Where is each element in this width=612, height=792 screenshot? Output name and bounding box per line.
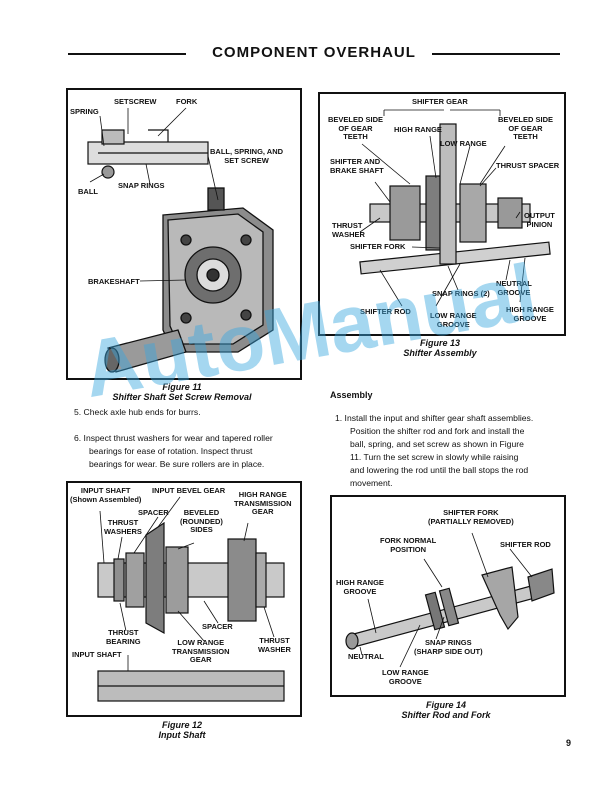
- label-thrust-bearing: THRUST BEARING: [106, 628, 141, 646]
- label-shifter-fork: SHIFTER FORK: [350, 242, 406, 251]
- figure-12-box: INPUT SHAFT (Shown Assembled) INPUT BEVE…: [66, 481, 302, 717]
- figure-11-title: Shifter Shaft Set Screw Removal: [112, 392, 252, 402]
- label-brakeshaft: BRAKESHAFT: [88, 277, 140, 286]
- label-snap-rings: SNAP RINGS: [118, 181, 165, 190]
- label-output-pinion: OUTPUT PINION: [524, 211, 555, 229]
- figure-12-title: Input Shaft: [158, 730, 206, 740]
- assembly-step-1-line-6: movement.: [350, 478, 393, 488]
- label-neutral-groove: NEUTRAL GROOVE: [496, 279, 532, 297]
- assembly-step-1-line-2: Position the shifter rod and fork and in…: [350, 426, 525, 436]
- label-spring: SPRING: [70, 107, 99, 116]
- assembly-step-1-line-5: and lowering the rod until the ball stop…: [350, 465, 529, 475]
- figure-13-box: SHIFTER GEAR BEVELED SIDE OF GEAR TEETH …: [318, 92, 566, 336]
- figure-14-number: Figure 14: [425, 700, 466, 710]
- label-spacer-top: SPACER: [138, 508, 169, 517]
- label-shifter-fork-partially-removed: SHIFTER FORK (PARTIALLY REMOVED): [428, 508, 514, 526]
- label-fork: FORK: [176, 97, 198, 106]
- figure-13-caption: Figure 13 Shifter Assembly: [318, 338, 562, 358]
- figure-14-box: SHIFTER FORK (PARTIALLY REMOVED) FORK NO…: [330, 495, 566, 697]
- item-6-line-1: 6. Inspect thrust washers for wear and t…: [74, 433, 273, 443]
- label-snap-rings-2: SNAP RINGS (2): [432, 289, 490, 298]
- figure-12-caption: Figure 12 Input Shaft: [66, 720, 298, 740]
- label-low-range: LOW RANGE: [440, 139, 487, 148]
- assembly-heading: Assembly: [330, 390, 373, 400]
- label-thrust-washer: THRUST WASHER: [332, 221, 365, 239]
- label-high-range-transmission-gear: HIGH RANGE TRANSMISSION GEAR: [234, 490, 292, 516]
- item-6-line-2: bearings for ease of rotation. Inspect t…: [89, 446, 253, 456]
- figure-11-number: Figure 11: [162, 382, 202, 392]
- figure-11-illustration: [87, 107, 274, 373]
- figure-14-caption: Figure 14 Shifter Rod and Fork: [330, 700, 562, 720]
- header-rule-left: [68, 53, 186, 55]
- label-beveled-rounded-sides: BEVELED (ROUNDED) SIDES: [180, 508, 223, 534]
- figure-12-number: Figure 12: [161, 720, 202, 730]
- label-input-bevel-gear: INPUT BEVEL GEAR: [152, 486, 226, 495]
- label-thrust-washers: THRUST WASHERS: [104, 518, 142, 536]
- label-input-shaft-assembled: INPUT SHAFT (Shown Assembled): [70, 486, 142, 504]
- label-high-range: HIGH RANGE: [394, 125, 442, 134]
- label-thrust-spacer: THRUST SPACER: [496, 161, 560, 170]
- label-shifter-and-brake-shaft: SHIFTER AND BRAKE SHAFT: [330, 157, 384, 175]
- label-input-shaft: INPUT SHAFT: [72, 650, 122, 659]
- item-5: 5. Check axle hub ends for burrs.: [74, 407, 201, 417]
- label-shifter-rod: SHIFTER ROD: [500, 540, 551, 549]
- header-rule-right: [432, 53, 560, 55]
- item-6-line-3: bearings for wear. Be sure rollers are i…: [89, 459, 265, 469]
- label-shifter-rod: SHIFTER ROD: [360, 307, 411, 316]
- figure-11-box: SETSCREW FORK SPRING BALL, SPRING, AND S…: [66, 88, 302, 380]
- label-spacer-bottom: SPACER: [202, 622, 233, 631]
- figure-13-title: Shifter Assembly: [403, 348, 477, 358]
- label-beveled-side-right: BEVELED SIDE OF GEAR TEETH: [498, 115, 554, 141]
- figure-14-illustration: [345, 532, 555, 668]
- label-high-range-groove: HIGH RANGE GROOVE: [336, 578, 384, 596]
- label-ball: BALL: [78, 187, 98, 196]
- assembly-step-1-line-4: 11. Turn the set screw in slowly while r…: [350, 452, 519, 462]
- label-shifter-gear: SHIFTER GEAR: [412, 97, 468, 106]
- figure-14-title: Shifter Rod and Fork: [401, 710, 491, 720]
- label-fork-normal-position: FORK NORMAL POSITION: [380, 536, 437, 554]
- label-snap-rings-sharp-side-out: SNAP RINGS (SHARP SIDE OUT): [414, 638, 483, 656]
- page-header: COMPONENT OVERHAUL: [68, 38, 560, 68]
- header-title: COMPONENT OVERHAUL: [68, 44, 560, 61]
- label-thrust-washer: THRUST WASHER: [258, 636, 291, 654]
- label-neutral: NEUTRAL: [348, 652, 384, 661]
- label-low-range-transmission-gear: LOW RANGE TRANSMISSION GEAR: [172, 638, 230, 664]
- assembly-step-1-line-1: 1. Install the input and shifter gear sh…: [335, 413, 534, 423]
- label-setscrew: SETSCREW: [114, 97, 157, 106]
- assembly-step-1-line-3: ball, spring, and set screw as shown in …: [350, 439, 524, 449]
- label-low-range-groove: LOW RANGE GROOVE: [430, 311, 477, 329]
- figure-13-illustration: [359, 109, 551, 307]
- page-number: 9: [566, 738, 572, 748]
- label-ball-spring-set-screw: BALL, SPRING, AND SET SCREW: [210, 147, 284, 165]
- figure-13-number: Figure 13: [419, 338, 460, 348]
- label-low-range-groove: LOW RANGE GROOVE: [382, 668, 429, 686]
- label-beveled-side-left: BEVELED SIDE OF GEAR TEETH: [328, 115, 384, 141]
- label-high-range-groove: HIGH RANGE GROOVE: [506, 305, 554, 323]
- figure-11-caption: Figure 11 Shifter Shaft Set Screw Remova…: [66, 382, 298, 402]
- figure-12-illustration: [97, 496, 285, 702]
